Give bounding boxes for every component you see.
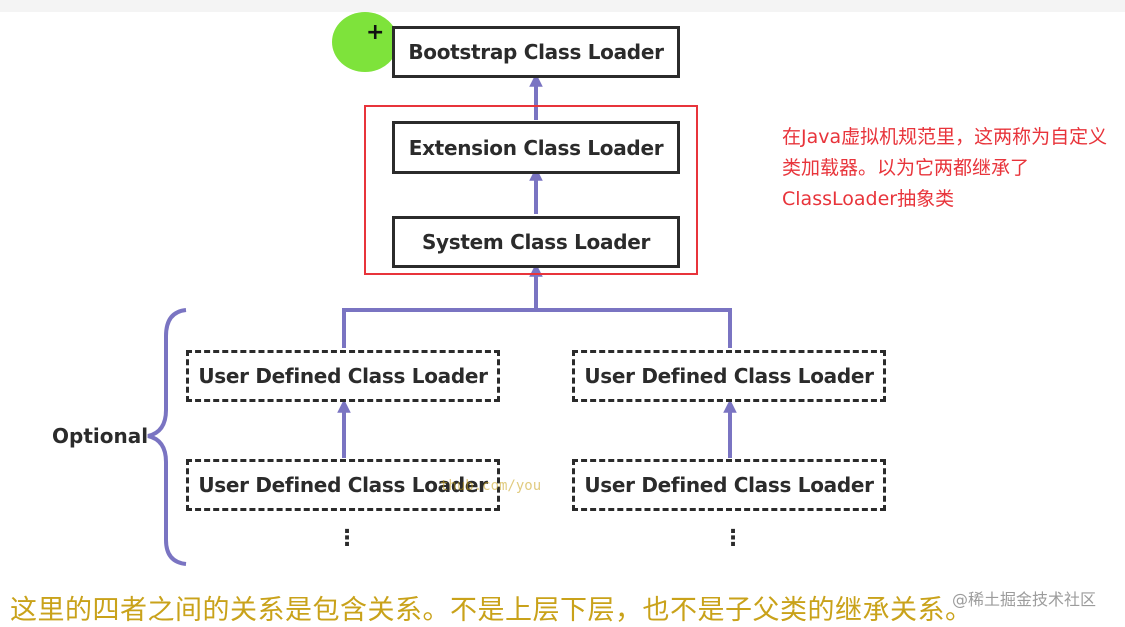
user-defined-loader-bottom-right: User Defined Class Loader bbox=[572, 459, 886, 511]
caption-text: 这里的四者之间的关系是包含关系。不是上层下层，也不是子父类的继承关系。 bbox=[10, 595, 973, 626]
highlight-frame bbox=[364, 105, 698, 275]
extension-class-loader-box: Extension Class Loader bbox=[392, 121, 680, 174]
optional-brace bbox=[147, 308, 187, 566]
user-defined-loader-bottom-left: User Defined Class Loader bbox=[186, 459, 500, 511]
ellipsis-right: ⋮ bbox=[722, 526, 744, 551]
annotation-note: 在Java虚拟机规范里，这两称为自定义类加载器。以为它两都继承了ClassLoa… bbox=[782, 126, 1108, 210]
user-defined-loader-top-left: User Defined Class Loader bbox=[186, 350, 500, 402]
user-defined-loader-top-right: User Defined Class Loader bbox=[572, 350, 886, 402]
url-watermark: thub.com/you bbox=[440, 478, 542, 494]
plus-cursor-icon: + bbox=[366, 20, 385, 45]
branch-right bbox=[536, 308, 732, 348]
bootstrap-class-loader-box: Bootstrap Class Loader bbox=[392, 26, 680, 78]
top-strip bbox=[0, 0, 1125, 12]
cursor-highlight bbox=[332, 12, 398, 72]
ellipsis-left: ⋮ bbox=[336, 526, 358, 551]
system-class-loader-box: System Class Loader bbox=[392, 216, 680, 268]
branch-left bbox=[342, 308, 536, 348]
juejin-watermark: @稀土掘金技术社区 bbox=[952, 586, 1097, 610]
optional-label: Optional bbox=[52, 424, 149, 448]
